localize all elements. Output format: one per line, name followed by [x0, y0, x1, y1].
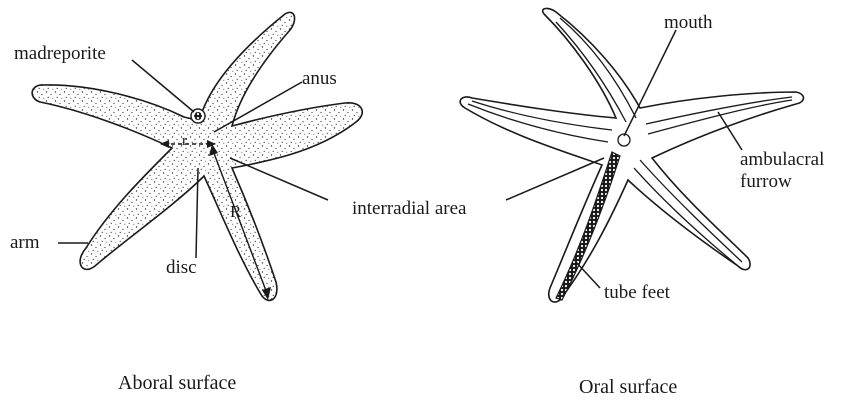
- label-tube-feet: tube feet: [604, 283, 670, 302]
- label-anus: anus: [302, 69, 337, 88]
- label-madreporite: madreporite: [14, 44, 106, 63]
- label-arm: arm: [10, 233, 40, 252]
- label-R: R: [230, 203, 241, 220]
- label-interradial-area: interradial area: [352, 199, 466, 218]
- label-mouth: mouth: [664, 13, 713, 32]
- label-furrow: furrow: [740, 172, 792, 191]
- tube-feet-leader: [576, 262, 600, 288]
- caption-oral-surface: Oral surface: [579, 377, 677, 397]
- caption-aboral-surface: Aboral surface: [118, 373, 236, 393]
- interradial-leader: [230, 158, 328, 200]
- label-disc: disc: [166, 258, 197, 277]
- label-r: r: [182, 134, 187, 149]
- label-ambulacral: ambulacral: [740, 150, 824, 169]
